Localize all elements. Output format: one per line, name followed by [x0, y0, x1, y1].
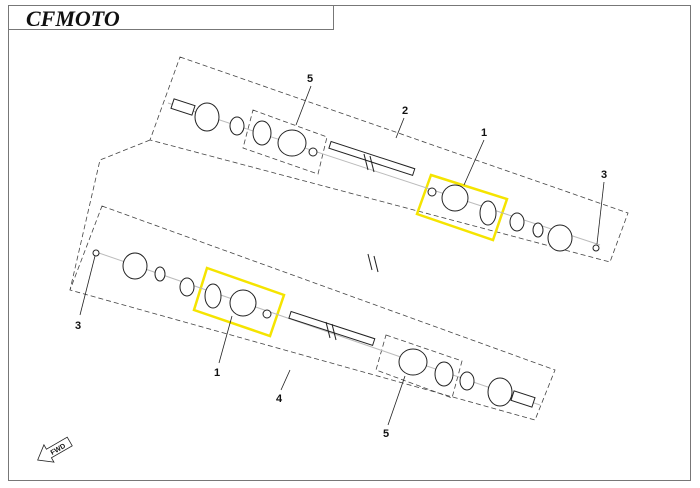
spline-stub-top — [170, 98, 196, 116]
outer-cv-joint-bottom — [487, 377, 513, 407]
highlight-box-top — [415, 173, 509, 242]
assembly-box-2 — [149, 56, 629, 263]
title-box — [8, 5, 334, 30]
highlight-box-bottom — [192, 266, 286, 338]
spline-stub-bottom — [510, 390, 536, 408]
callout-4: 4 — [276, 393, 283, 405]
cage-bottom — [459, 371, 475, 391]
clamp-ring-top — [252, 120, 272, 146]
inner-boot-bottom — [229, 289, 257, 317]
small-clamp-top-inner — [427, 187, 437, 197]
inner-boot-top — [441, 184, 469, 212]
brand-logo: CFMOTO — [26, 6, 120, 31]
boot-top — [277, 129, 307, 157]
boot-bottom — [398, 348, 428, 376]
clamp-ring-bottom — [204, 283, 222, 309]
callout-3-right: 3 — [601, 169, 607, 181]
callout-2: 2 — [402, 105, 408, 117]
callout-5-bottom: 5 — [383, 428, 389, 440]
boot-kit-box-5-top — [242, 109, 328, 175]
snap-ring-bottom — [154, 266, 166, 282]
outer-cv-joint-top — [194, 102, 220, 132]
fwd-arrow-icon: FWD — [37, 436, 73, 463]
cage-top — [229, 116, 245, 136]
small-clamp-bottom — [262, 309, 272, 319]
circlip-top — [592, 244, 600, 252]
fwd-label: FWD — [50, 443, 67, 457]
tripod-top — [509, 212, 525, 232]
half-shaft-bottom — [288, 310, 376, 347]
boot-kit-box-5-bottom — [375, 334, 463, 399]
clamp-ring-bottom-outer — [434, 361, 454, 387]
inner-cv-housing-bottom — [122, 252, 148, 280]
clamp-ring-top-inner — [479, 200, 497, 226]
assembly-box-4 — [69, 205, 556, 421]
callout-1-bottom: 1 — [214, 367, 220, 379]
snap-ring-top — [532, 222, 544, 238]
half-shaft-top — [328, 140, 416, 177]
circlip-bottom — [92, 249, 100, 257]
shaft-outline — [69, 139, 151, 291]
inner-cv-housing-top — [547, 224, 573, 252]
small-clamp-top — [308, 147, 318, 157]
callout-1-top: 1 — [481, 127, 487, 139]
tripod-bottom — [179, 277, 195, 297]
callout-5-top: 5 — [307, 73, 313, 85]
diagram-frame — [8, 5, 691, 481]
callout-3-left: 3 — [75, 320, 81, 332]
